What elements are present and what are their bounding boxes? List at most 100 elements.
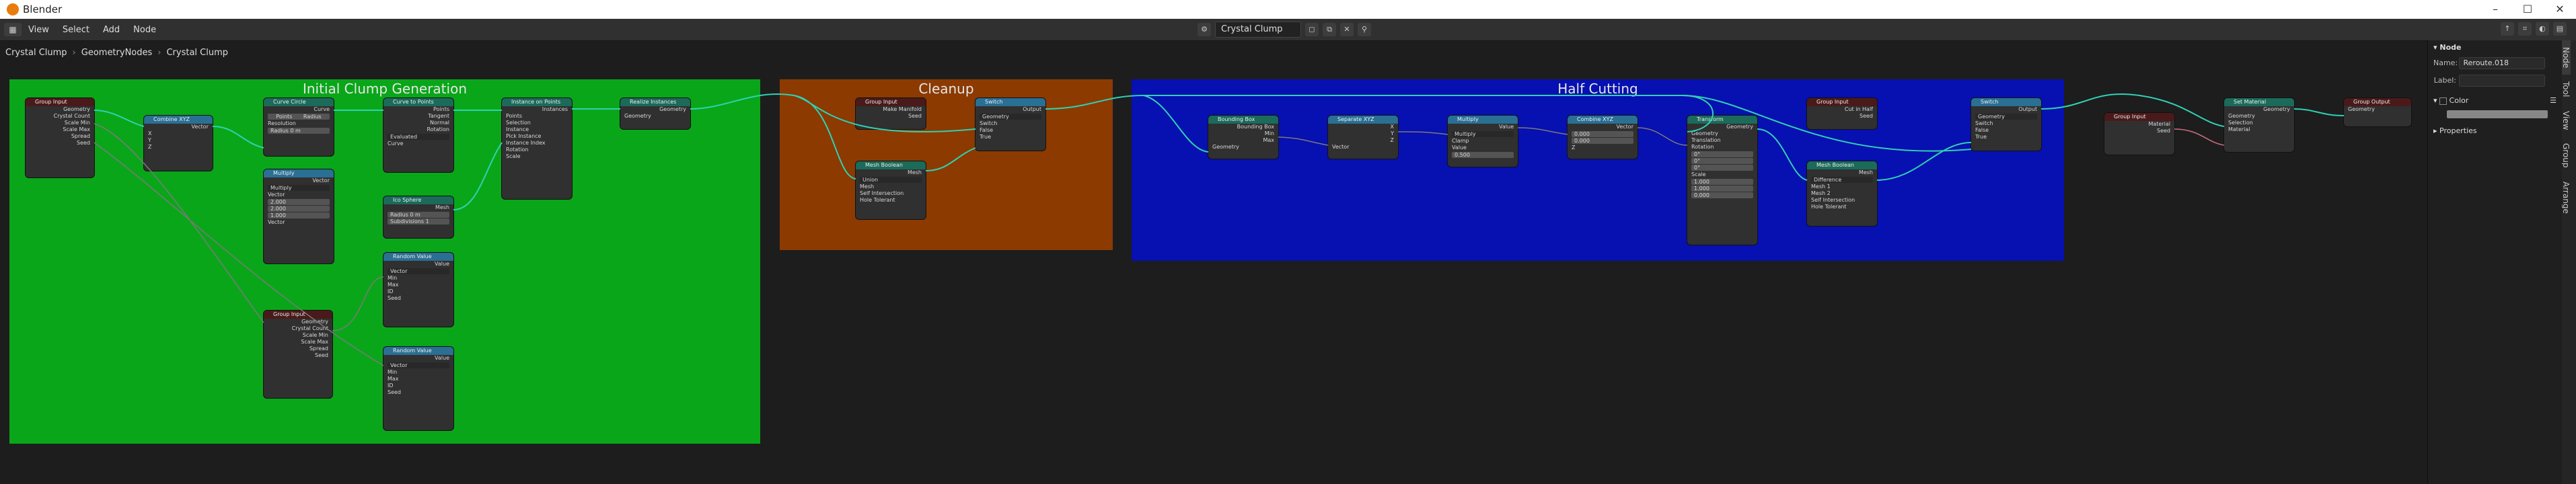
self-intersection-checkbox[interactable]: Self Intersection xyxy=(1811,197,1855,203)
transform-node[interactable]: Transform Geometry Geometry Translation … xyxy=(1687,116,1757,245)
tab-view[interactable]: View xyxy=(2561,110,2571,130)
pin-icon[interactable]: ⚲ xyxy=(1358,23,1371,36)
switch-node[interactable]: Switch Output Geometry Switch False True xyxy=(976,98,1045,151)
menu-add[interactable]: Add xyxy=(102,24,120,35)
vector-y-field[interactable]: 2.000 xyxy=(268,206,330,212)
group-input-node[interactable]: Group Input Material Seed xyxy=(2104,113,2174,155)
breadcrumb-nodegroup[interactable]: Crystal Clump xyxy=(166,47,229,58)
color-subpanel[interactable]: ▾ Color ☰ xyxy=(2433,96,2556,105)
group-output-node[interactable]: Group Output Geometry xyxy=(2344,98,2411,126)
type-dropdown[interactable]: Vector xyxy=(388,362,449,368)
menu-view[interactable]: View xyxy=(28,24,49,35)
set-material-node[interactable]: Set Material Geometry Geometry Selection… xyxy=(2224,98,2294,152)
frame-half-cutting[interactable]: Half Cutting xyxy=(1132,79,2064,261)
scale-z-field[interactable]: 0.000 xyxy=(1691,192,1753,198)
fake-user-icon[interactable]: ◻ xyxy=(1305,23,1319,36)
value-field[interactable]: 0.500 xyxy=(1452,152,1514,158)
properties-subpanel[interactable]: ▸ Properties xyxy=(2433,126,2477,135)
maximize-icon[interactable]: ☐ xyxy=(2522,3,2533,15)
rotation-y-field[interactable]: 0° xyxy=(1691,158,1753,164)
color-checkbox[interactable] xyxy=(2439,97,2448,105)
tab-tool[interactable]: Tool xyxy=(2561,81,2571,97)
separate-xyz-node[interactable]: Separate XYZ X Y Z Vector xyxy=(1328,116,1398,159)
switch-node[interactable]: Switch Output Geometry Switch False True xyxy=(1971,98,2041,151)
subdivisions-field[interactable]: Subdivisions 1 xyxy=(388,218,449,225)
radius-field[interactable]: Radius 0 m xyxy=(268,128,330,134)
random-value-node[interactable]: Random Value Value Vector Min Max ID See… xyxy=(383,347,453,430)
self-intersection-checkbox[interactable]: Self Intersection xyxy=(860,190,904,196)
menu-select[interactable]: Select xyxy=(62,24,89,35)
hole-tolerant-checkbox[interactable]: Hole Tolerant xyxy=(860,197,895,203)
panel-title: Node xyxy=(2439,43,2462,52)
socket-label: True xyxy=(1975,134,1987,140)
mode-dropdown[interactable]: Evaluated xyxy=(388,134,449,140)
curve-to-points-node[interactable]: Curve to Points Points Tangent Normal Ro… xyxy=(383,98,453,172)
combine-xyz-node[interactable]: Combine XYZ Vector X Y Z xyxy=(144,116,213,171)
frame-cleanup[interactable]: Cleanup xyxy=(780,79,1113,250)
random-value-node[interactable]: Random Value Value Vector Min Max ID See… xyxy=(383,253,453,327)
radius-field[interactable]: Radius 0 m xyxy=(388,212,449,218)
x-field[interactable]: 0.000 xyxy=(1572,131,1633,137)
hole-tolerant-checkbox[interactable]: Hole Tolerant xyxy=(1811,204,1847,210)
socket-label: Geometry xyxy=(1726,124,1753,130)
mesh-boolean-node[interactable]: Mesh Boolean Mesh Union Mesh Self Inters… xyxy=(856,161,926,219)
instance-on-points-node[interactable]: Instance on Points Instances Points Sele… xyxy=(502,98,572,199)
scale-y-field[interactable]: 1.000 xyxy=(1691,186,1753,192)
unlink-icon[interactable]: ✕ xyxy=(1340,23,1354,36)
breadcrumb-modifier[interactable]: GeometryNodes xyxy=(81,47,153,58)
list-icon[interactable]: ☰ xyxy=(2550,96,2556,105)
rotation-x-field[interactable]: 0° xyxy=(1691,151,1753,157)
mesh-boolean-node[interactable]: Mesh Boolean Mesh Difference Mesh 1 Mesh… xyxy=(1807,161,1877,226)
operation-dropdown[interactable]: Union xyxy=(860,177,922,183)
clamp-checkbox[interactable]: Clamp xyxy=(1452,138,1469,144)
socket-label: Seed xyxy=(1860,113,1873,119)
panel-header[interactable]: ▾ Node xyxy=(2433,43,2462,52)
rotation-z-field[interactable]: 0° xyxy=(1691,165,1753,171)
vector-z-field[interactable]: 1.000 xyxy=(268,212,330,218)
duplicate-icon[interactable]: ⧉ xyxy=(1323,23,1336,36)
editor-type-icon[interactable]: ▦ xyxy=(4,23,22,36)
color-swatch[interactable] xyxy=(2447,110,2548,118)
name-input[interactable]: Reroute.018 xyxy=(2458,57,2545,69)
socket-label: Resolution xyxy=(268,120,296,126)
group-input-node[interactable]: Group Input Geometry Crystal Count Scale… xyxy=(264,311,332,398)
minimize-icon[interactable]: – xyxy=(2493,3,2498,15)
node-canvas[interactable]: Initial Clump Generation Cleanup Half Cu… xyxy=(0,62,2427,484)
link xyxy=(94,110,145,127)
realize-instances-node[interactable]: Realize Instances Geometry Geometry xyxy=(620,98,690,129)
close-icon[interactable]: ✕ xyxy=(2555,3,2565,15)
socket-label: Value xyxy=(1499,124,1514,130)
gizmo-icon[interactable]: ▤ xyxy=(2553,22,2567,36)
tab-arrange[interactable]: Arrange xyxy=(2561,181,2571,214)
overlay-icon[interactable]: ◐ xyxy=(2536,22,2549,36)
ico-sphere-node[interactable]: Ico Sphere Mesh Radius 0 m Subdivisions … xyxy=(383,196,453,238)
operation-dropdown[interactable]: Multiply xyxy=(1452,131,1514,137)
node-tree-icon[interactable]: ⚙ xyxy=(1198,23,1211,36)
breadcrumb-object[interactable]: Crystal Clump xyxy=(5,47,67,58)
combine-xyz-node[interactable]: Combine XYZ Vector 0.000 0.000 Z xyxy=(1568,116,1637,159)
type-dropdown[interactable]: Geometry xyxy=(980,114,1041,120)
menu-node[interactable]: Node xyxy=(133,24,157,35)
vector-x-field[interactable]: 2.000 xyxy=(268,199,330,205)
parent-icon[interactable]: ↑ xyxy=(2501,22,2514,36)
tab-node[interactable]: Node xyxy=(2561,40,2571,75)
operation-dropdown[interactable]: Multiply xyxy=(268,185,330,191)
multiply-node[interactable]: Multiply Vector Multiply Vector 2.000 2.… xyxy=(264,169,334,264)
group-input-node[interactable]: Group Input Make Manifold Seed xyxy=(856,98,926,129)
scale-x-field[interactable]: 1.000 xyxy=(1691,179,1753,185)
type-dropdown[interactable]: Vector xyxy=(388,268,449,274)
group-input-node[interactable]: Group Input Cut in Half Seed xyxy=(1807,98,1877,129)
tab-group[interactable]: Group xyxy=(2561,143,2571,168)
group-input-node[interactable]: Group Input Geometry Crystal Count Scale… xyxy=(26,98,94,177)
bounding-box-node[interactable]: Bounding Box Bounding Box Min Max Geomet… xyxy=(1208,116,1278,159)
snap-icon[interactable]: ⌗ xyxy=(2518,22,2532,36)
operation-dropdown[interactable]: Difference xyxy=(1811,177,1873,183)
socket-label: Output xyxy=(2018,106,2037,112)
y-field[interactable]: 0.000 xyxy=(1572,138,1633,144)
node-group-field[interactable]: Crystal Clump xyxy=(1215,22,1301,38)
type-dropdown[interactable]: Geometry xyxy=(1975,114,2037,120)
math-multiply-node[interactable]: Multiply Value Multiply Clamp Value 0.50… xyxy=(1448,116,1518,167)
label-input[interactable] xyxy=(2458,75,2545,87)
